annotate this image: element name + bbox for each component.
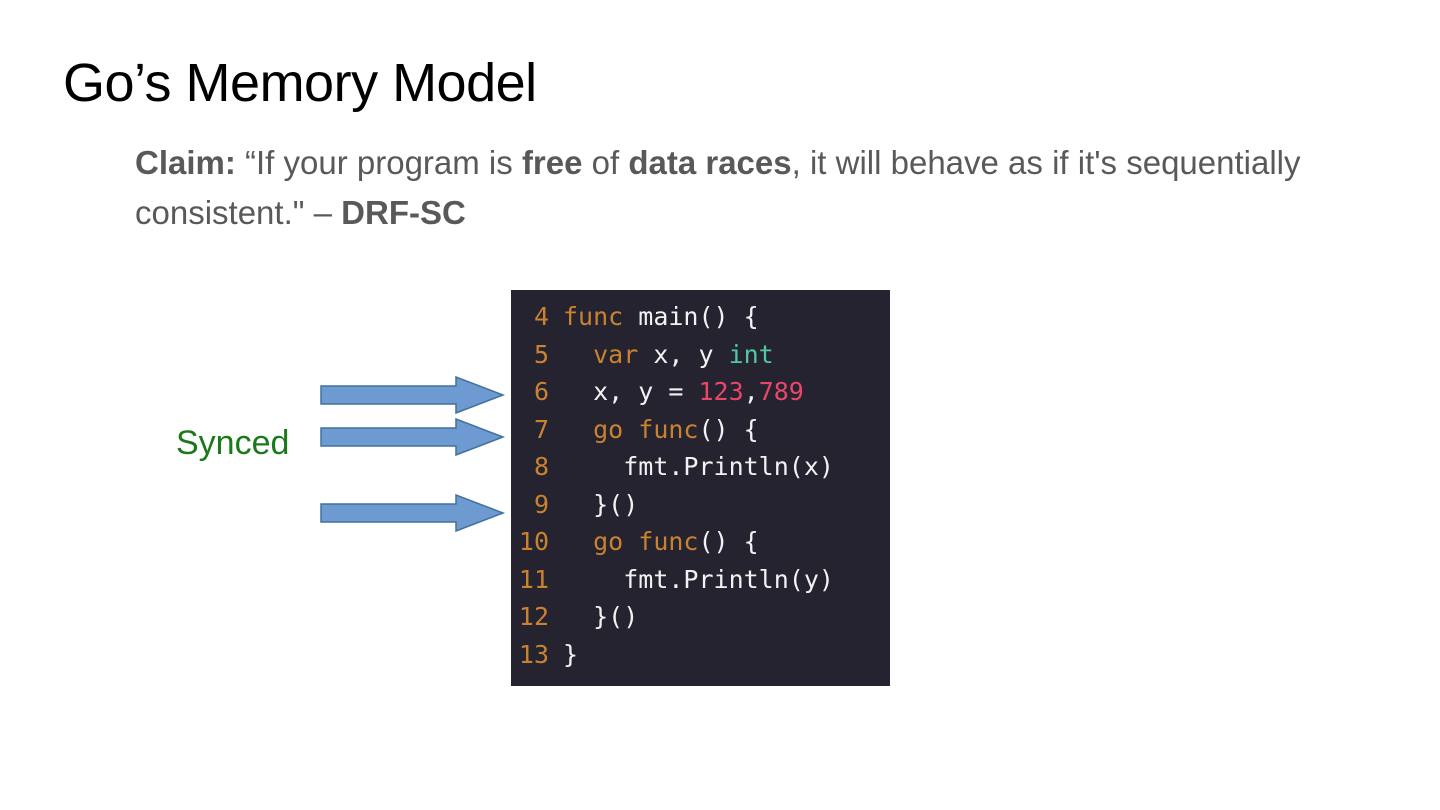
claim-free: free	[521, 144, 583, 181]
code-token: () {	[698, 527, 759, 556]
code-token: 123	[698, 377, 744, 406]
code-indent	[563, 527, 593, 556]
line-number: 13	[518, 639, 549, 669]
code-text: x, y = 123,789	[563, 373, 804, 411]
line-number: 8	[533, 452, 549, 481]
code-token	[623, 527, 638, 556]
code-line-8: 8 fmt.Println(x)	[511, 448, 890, 486]
code-text: }()	[563, 486, 638, 524]
code-line-10: 10 go func() {	[511, 523, 890, 561]
line-number: 5	[533, 339, 549, 369]
claim-data-races: data races	[628, 144, 792, 181]
code-token: () {	[698, 414, 759, 444]
code-line-7: 7 go func() {	[511, 411, 890, 449]
arrow-line-7	[320, 418, 506, 456]
code-token: var	[593, 339, 639, 369]
code-text: func main() {	[563, 298, 759, 336]
line-number: 10	[518, 527, 549, 556]
code-text: fmt.Println(y)	[563, 561, 834, 599]
code-indent	[563, 377, 593, 406]
code-token: x, y =	[593, 377, 699, 406]
code-text: go func() {	[563, 411, 759, 449]
code-line-5: 5 var x, y int	[511, 336, 890, 374]
code-indent	[563, 602, 593, 631]
code-line-4: 4 func main() {	[511, 298, 890, 336]
code-line-13: 13}	[511, 636, 890, 674]
code-token: fmt.Println(y)	[623, 564, 834, 594]
code-token: fmt.Println(x)	[623, 452, 834, 481]
slide-title: Go’s Memory Model	[63, 53, 537, 113]
code-text: var x, y int	[563, 336, 774, 374]
code-token	[623, 415, 638, 444]
code-indent	[563, 340, 593, 369]
code-line-6: 6 x, y = 123,789	[511, 373, 890, 411]
code-indent	[563, 490, 593, 519]
code-indent	[563, 415, 593, 444]
claim-part-2: of	[582, 144, 629, 181]
code-line-11: 11 fmt.Println(y)	[511, 561, 890, 599]
code-text: fmt.Println(x)	[563, 448, 834, 486]
claim-attribution: DRF-SC	[341, 194, 466, 231]
code-token: ,	[743, 377, 759, 406]
code-token: }()	[593, 602, 639, 631]
code-text: go func() {	[563, 523, 759, 561]
code-token: int	[728, 339, 774, 369]
code-token: main() {	[623, 302, 759, 331]
code-text: }	[563, 636, 578, 674]
claim-part-3: , it will behave as if it's sequentially…	[135, 144, 1301, 231]
claim-text: Claim: “If your program is free of data …	[135, 138, 1395, 238]
code-line-12: 12 }()	[511, 598, 890, 636]
code-token: 789	[758, 377, 804, 406]
code-token: func	[638, 527, 699, 556]
arrow-line-9	[320, 494, 506, 532]
code-token: go	[593, 527, 624, 556]
line-number: 6	[533, 377, 549, 406]
code-token: }	[563, 639, 579, 669]
code-token: x, y	[638, 339, 729, 369]
code-token: func	[638, 414, 699, 444]
line-number: 9	[533, 489, 549, 519]
code-token: func	[563, 302, 624, 331]
claim-part-1: “If your program is	[235, 144, 522, 181]
code-token: }()	[593, 489, 639, 519]
line-number: 12	[518, 602, 549, 631]
code-indent	[563, 452, 623, 481]
claim-label: Claim:	[135, 144, 236, 181]
code-text: }()	[563, 598, 638, 636]
line-number: 4	[533, 302, 549, 331]
code-token: go	[593, 414, 624, 444]
line-number: 11	[518, 564, 549, 594]
synced-label: Synced	[176, 424, 290, 462]
arrow-line-6	[320, 376, 506, 414]
code-indent	[563, 565, 623, 594]
code-line-9: 9 }()	[511, 486, 890, 524]
line-number: 7	[533, 414, 549, 444]
